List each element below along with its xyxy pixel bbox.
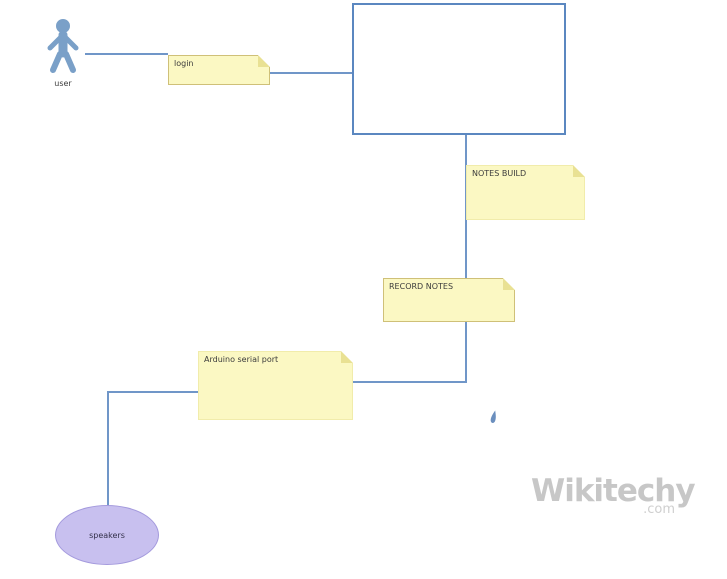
folded-corner-icon	[341, 351, 353, 363]
note-login: login	[168, 55, 270, 85]
connector-arduino-left	[107, 391, 198, 393]
folded-corner-icon	[573, 165, 585, 177]
folded-corner-icon	[503, 278, 515, 290]
note-arduino-serial-port: Arduino serial port	[198, 351, 353, 420]
watermark-logo: Wikitechy .com	[531, 474, 707, 517]
note-record-notes-label: RECORD NOTES	[389, 282, 454, 291]
connector-box-down	[465, 133, 467, 383]
process-box	[352, 3, 566, 135]
speakers-ellipse: speakers	[55, 505, 159, 565]
actor-user-icon	[44, 18, 82, 78]
cursor-droplet-icon	[489, 410, 498, 429]
note-record-notes: RECORD NOTES	[383, 278, 515, 322]
connector-user-to-login	[85, 53, 168, 55]
watermark-suffix-text: .com	[643, 502, 675, 517]
connector-to-speakers	[107, 391, 109, 508]
note-notes-build-label: NOTES BUILD	[472, 169, 527, 178]
connector-login-to-box	[270, 72, 354, 74]
folded-corner-icon	[258, 55, 270, 67]
speakers-label: speakers	[89, 530, 125, 540]
actor-user-label: user	[54, 79, 72, 88]
note-login-label: login	[174, 59, 194, 68]
connector-down-to-arduino	[353, 381, 467, 383]
watermark-brand-text: Wikitechy	[531, 473, 696, 509]
person-icon	[47, 19, 79, 73]
note-notes-build: NOTES BUILD	[466, 165, 585, 220]
note-arduino-label: Arduino serial port	[204, 355, 279, 364]
